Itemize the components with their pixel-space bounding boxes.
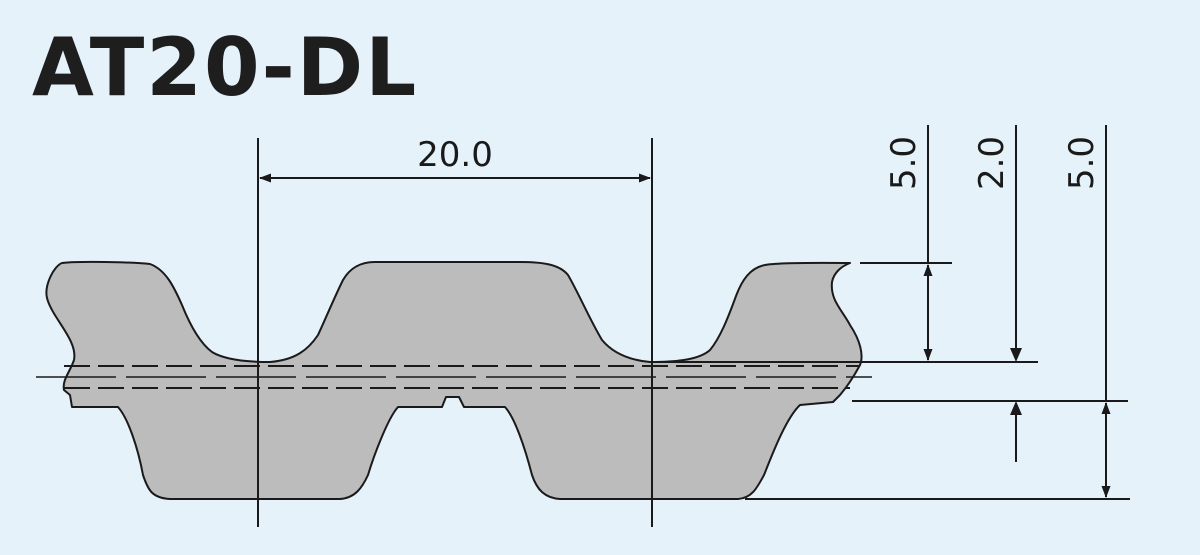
tooth-height-bottom-label: 5.0 (1062, 136, 1102, 190)
body-thickness-label: 2.0 (972, 136, 1012, 190)
body-thickness-arrow-up (1010, 401, 1022, 415)
tooth-height-top-label: 5.0 (884, 136, 924, 190)
body-thickness-arrow-down (1010, 348, 1022, 362)
pitch-dimension-label: 20.0 (417, 135, 493, 175)
belt-body (45, 260, 863, 500)
page-title: AT20-DL (32, 21, 419, 114)
